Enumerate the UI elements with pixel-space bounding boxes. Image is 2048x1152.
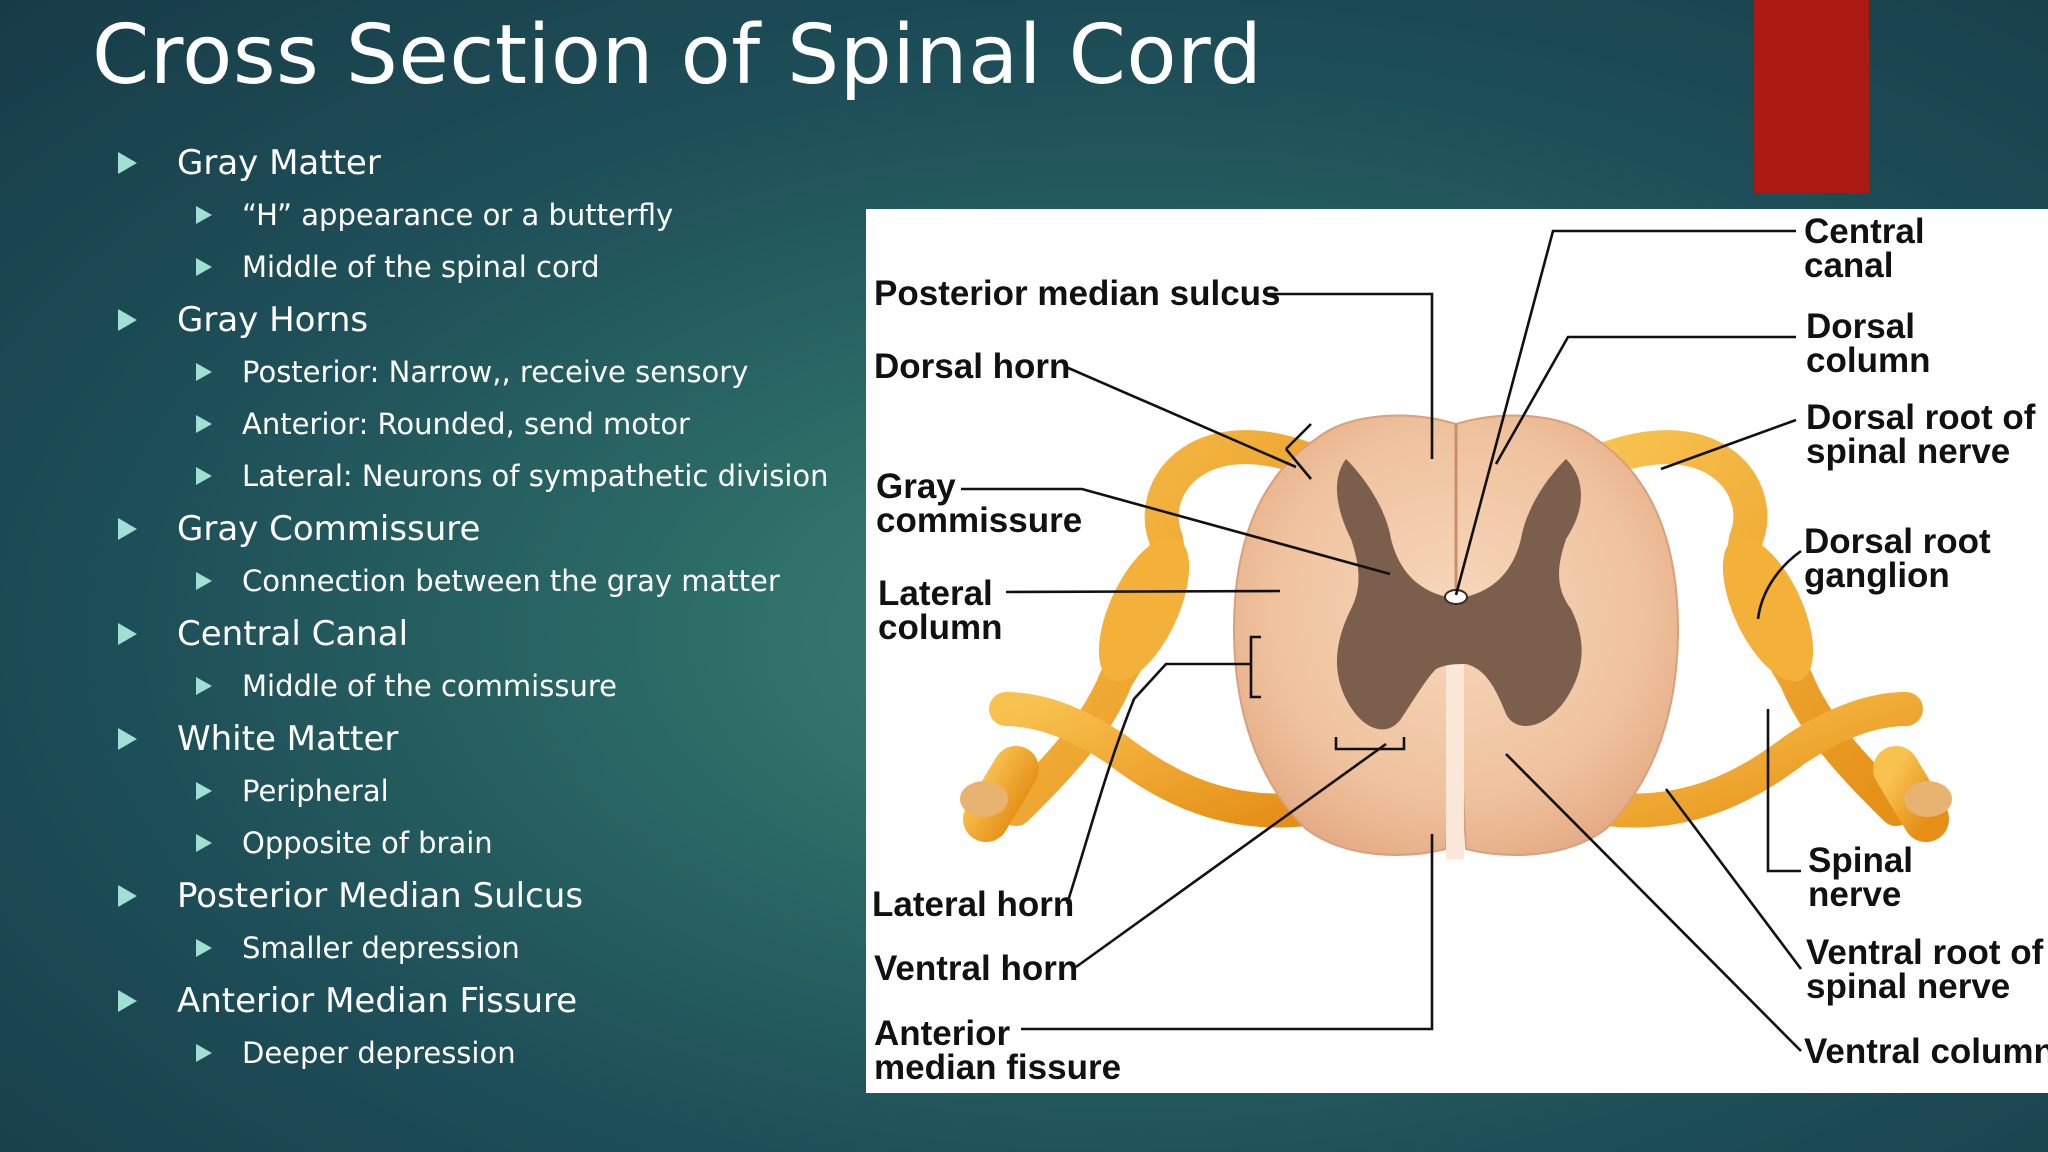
left-spinal-nerve — [960, 430, 1323, 842]
label-gray-commissure-1: Gray — [876, 467, 956, 506]
label-spinal-nerve-1: Spinal — [1808, 841, 1913, 880]
bullet-text: Gray Horns — [177, 299, 369, 340]
bullet-arrow-icon — [118, 151, 137, 174]
bullet-text: Gray Commissure — [177, 508, 481, 549]
bullet-arrow-icon — [118, 517, 137, 540]
label-ventral-horn: Ventral horn — [874, 949, 1078, 988]
label-dorsal-column-1: Dorsal — [1806, 307, 1915, 346]
bullet-arrow-icon — [196, 834, 212, 852]
sub-bullet-item: Anterior: Rounded, send motor — [118, 398, 858, 450]
sub-bullet-item: “H” appearance or a butterfly — [118, 189, 858, 241]
bullet-text: Deeper depression — [242, 1036, 516, 1070]
bullet-item: Anterior Median Fissure — [118, 974, 858, 1027]
label-lateral-column-1: Lateral — [878, 574, 993, 613]
label-anterior-median-fissure-1: Anterior — [874, 1014, 1011, 1053]
sub-bullet-item: Smaller depression — [118, 922, 858, 974]
bullet-arrow-icon — [196, 258, 212, 276]
label-dorsal-column-2: column — [1806, 341, 1930, 380]
label-ventral-root-1: Ventral root of — [1806, 933, 2044, 972]
label-central-canal-1: Central — [1804, 212, 1925, 251]
sub-bullet-item: Opposite of brain — [118, 817, 858, 869]
label-anterior-median-fissure-2: median fissure — [874, 1048, 1121, 1087]
bullet-arrow-icon — [118, 308, 137, 331]
bullet-text: Lateral: Neurons of sympathetic division — [242, 459, 829, 493]
bullet-text: White Matter — [177, 718, 399, 759]
bullet-text: Middle of the spinal cord — [242, 250, 600, 284]
slide-title: Cross Section of Spinal Cord — [92, 8, 1263, 103]
label-dorsal-root-2: spinal nerve — [1806, 432, 2010, 471]
bullet-text: Middle of the commissure — [242, 669, 617, 703]
label-dorsal-root-ganglion-1: Dorsal root — [1804, 522, 1991, 561]
sub-bullet-item: Deeper depression — [118, 1027, 858, 1079]
bullet-item: Gray Matter — [118, 136, 858, 189]
bullet-text: “H” appearance or a butterfly — [242, 198, 674, 232]
bullet-arrow-icon — [196, 1044, 212, 1062]
bullet-arrow-icon — [196, 677, 212, 695]
label-dorsal-root-1: Dorsal root of — [1806, 398, 2036, 437]
bullet-text: Smaller depression — [242, 931, 520, 965]
bullet-text: Anterior Median Fissure — [177, 980, 578, 1021]
spinal-cord-illustration: Posterior median sulcus Dorsal horn Gray… — [872, 212, 2048, 1087]
label-ventral-column: Ventral column — [1804, 1032, 2048, 1071]
bullet-arrow-icon — [196, 415, 212, 433]
label-posterior-median-sulcus: Posterior median sulcus — [874, 274, 1281, 313]
bullet-arrow-icon — [196, 939, 212, 957]
label-ventral-root-2: spinal nerve — [1806, 967, 2010, 1006]
bullet-text: Central Canal — [177, 613, 409, 654]
bullet-arrow-icon — [118, 989, 137, 1012]
bullet-item: Posterior Median Sulcus — [118, 869, 858, 922]
label-gray-commissure-2: commissure — [876, 501, 1082, 540]
bullet-text: Peripheral — [242, 774, 389, 808]
bullet-text: Gray Matter — [177, 142, 381, 183]
bullet-item: Central Canal — [118, 607, 858, 660]
sub-bullet-item: Middle of the spinal cord — [118, 241, 858, 293]
bullet-item: Gray Horns — [118, 293, 858, 346]
leader-lines — [961, 229, 1803, 1052]
bullet-text: Opposite of brain — [242, 826, 493, 860]
label-central-canal-2: canal — [1804, 246, 1894, 285]
gray-matter — [1336, 459, 1582, 730]
bullet-arrow-icon — [196, 467, 212, 485]
bullet-arrow-icon — [196, 782, 212, 800]
bullet-arrow-icon — [196, 363, 212, 381]
label-lateral-column-2: column — [878, 608, 1002, 647]
right-spinal-nerve — [1589, 430, 1952, 842]
bullet-text: Anterior: Rounded, send motor — [242, 407, 690, 441]
bullet-item: White Matter — [118, 712, 858, 765]
bullet-item: Gray Commissure — [118, 502, 858, 555]
bullet-arrow-icon — [118, 884, 137, 907]
label-dorsal-horn: Dorsal horn — [874, 347, 1070, 386]
accent-bar — [1754, 0, 1869, 193]
sub-bullet-item: Connection between the gray matter — [118, 555, 858, 607]
bullet-text: Posterior Median Sulcus — [177, 875, 584, 916]
label-lateral-horn: Lateral horn — [872, 885, 1074, 924]
sub-bullet-item: Peripheral — [118, 765, 858, 817]
bullet-text: Posterior: Narrow,, receive sensory — [242, 355, 749, 389]
bullet-arrow-icon — [118, 622, 137, 645]
bullet-text: Connection between the gray matter — [242, 564, 780, 598]
label-dorsal-root-ganglion-2: ganglion — [1804, 556, 1950, 595]
bullet-list: Gray Matter “H” appearance or a butterfly… — [118, 136, 858, 1079]
sub-bullet-item: Middle of the commissure — [118, 660, 858, 712]
sub-bullet-item: Posterior: Narrow,, receive sensory — [118, 346, 858, 398]
spinal-cord-diagram: Posterior median sulcus Dorsal horn Gray… — [866, 209, 2048, 1093]
bullet-arrow-icon — [196, 206, 212, 224]
bullet-arrow-icon — [118, 727, 137, 750]
label-spinal-nerve-2: nerve — [1808, 875, 1901, 914]
sub-bullet-item: Lateral: Neurons of sympathetic division — [118, 450, 858, 502]
bullet-arrow-icon — [196, 572, 212, 590]
